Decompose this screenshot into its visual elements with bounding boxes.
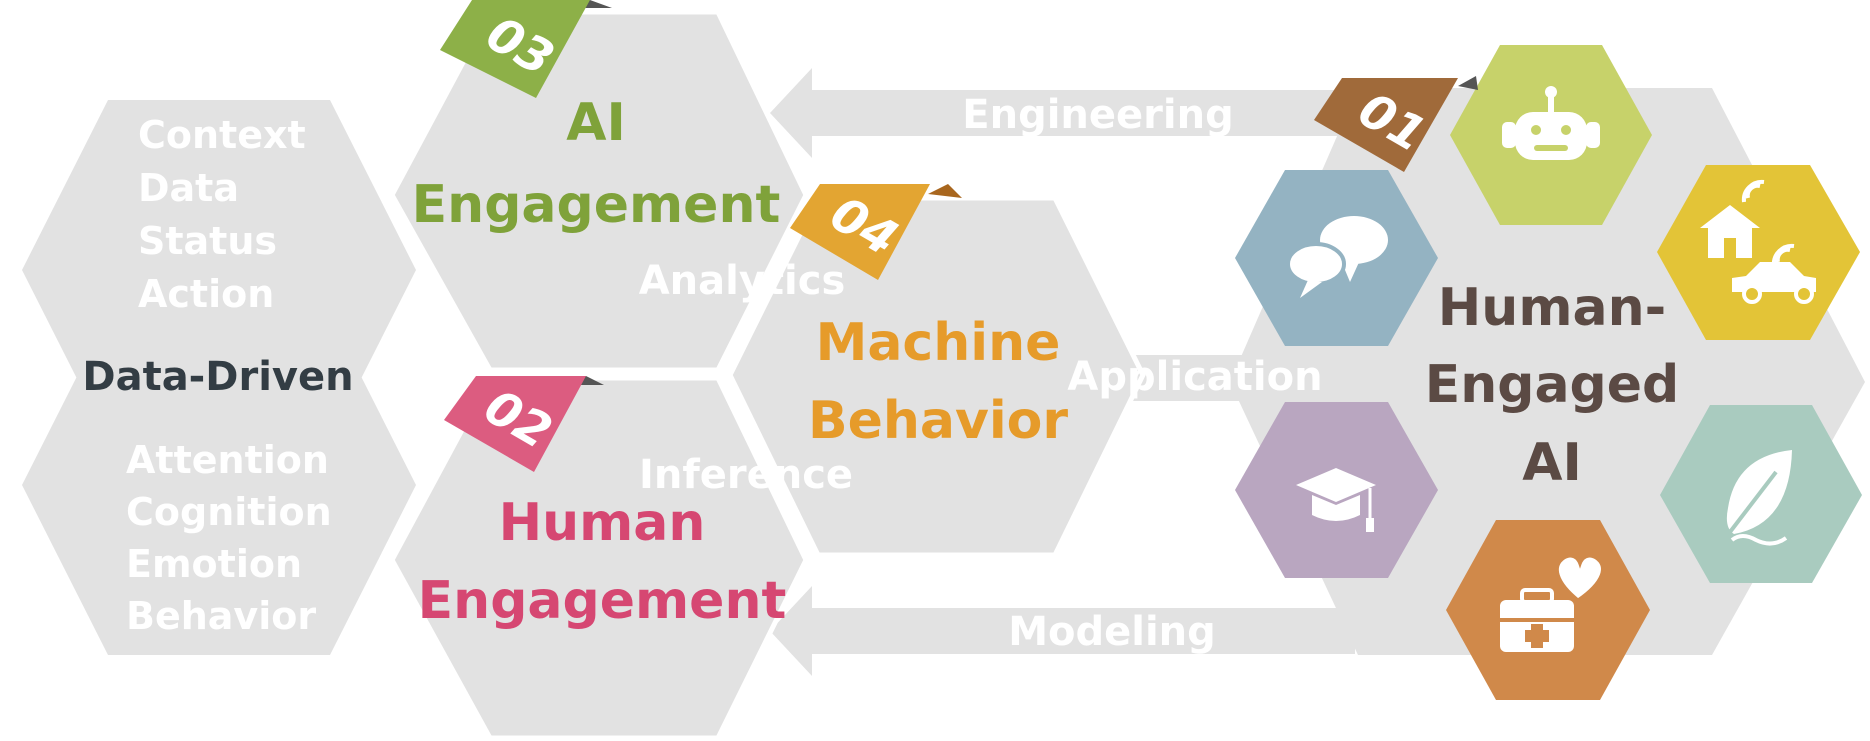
analytics-label: Analytics (639, 258, 846, 304)
robot-icon (1502, 86, 1600, 160)
action-label: Action (138, 272, 274, 316)
tag-03: 03 (440, 0, 612, 98)
human-engagement-line1: Human (499, 493, 706, 553)
smart-home-hex (1657, 165, 1860, 340)
cognition-label: Cognition (126, 490, 332, 534)
data-label: Data (138, 166, 239, 210)
ai-engagement-line2: Engagement (412, 175, 781, 235)
hea-line1: Human- (1438, 278, 1666, 338)
medical-kit-heart-icon (1500, 554, 1604, 652)
health-hex (1446, 520, 1650, 700)
machine-behavior-line2: Behavior (808, 391, 1068, 451)
hea-line3: AI (1522, 433, 1582, 493)
human-engagement-line2: Engagement (418, 571, 787, 631)
modeling-label: Modeling (1008, 609, 1216, 655)
application-label: Application (1067, 354, 1322, 400)
data-driven-title: Data-Driven (82, 354, 353, 400)
modeling-arrow (770, 586, 1355, 676)
emotion-label: Emotion (126, 542, 302, 586)
data-driven-upper-list: Context Data Status Action (138, 113, 306, 316)
engineering-label: Engineering (962, 92, 1233, 138)
context-label: Context (138, 113, 306, 157)
education-hex (1235, 402, 1438, 578)
leaf-icon (1726, 450, 1792, 546)
speech-bubbles-icon (1286, 216, 1388, 298)
tag-02: 02 (444, 376, 604, 472)
graduation-cap-icon (1296, 468, 1376, 532)
status-label: Status (138, 219, 277, 263)
robot-hex (1450, 45, 1652, 225)
ai-engagement-line1: AI (566, 93, 626, 153)
data-driven-hex-lower (22, 315, 416, 655)
machine-behavior-line1: Machine (816, 313, 1061, 373)
attention-label: Attention (126, 438, 329, 482)
data-driven-lower-list: Attention Cognition Emotion Behavior (126, 438, 332, 638)
nature-hex (1660, 405, 1862, 583)
smart-home-car-icon (1700, 179, 1816, 304)
speech-hex (1235, 170, 1438, 346)
hea-line2: Engaged (1425, 355, 1680, 415)
engineering-arrow (770, 68, 1350, 158)
behavior-label: Behavior (126, 594, 316, 638)
inference-label: Inference (639, 452, 853, 498)
human-engagement-hex (389, 375, 809, 741)
